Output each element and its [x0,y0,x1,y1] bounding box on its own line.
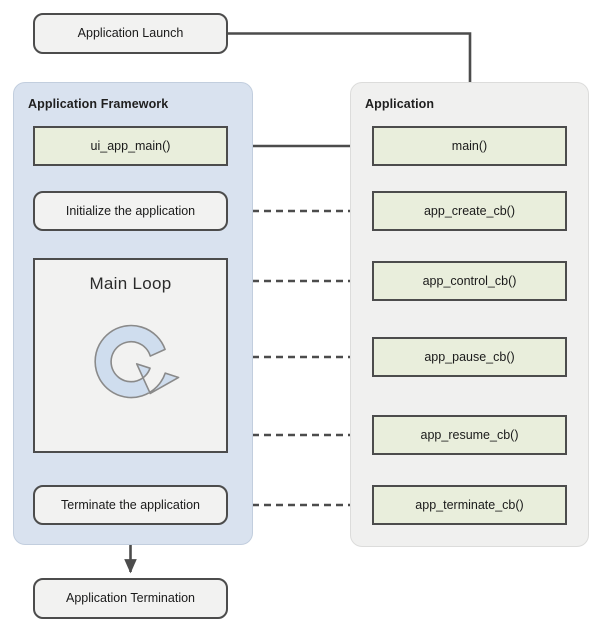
node-label-main: main() [451,138,488,153]
node-app-terminate-cb[interactable]: app_terminate_cb() [372,485,567,525]
node-app-resume-cb[interactable]: app_resume_cb() [372,415,567,455]
node-label-initialize-the-application: Initialize the application [65,203,196,218]
node-label-app-pause-cb: app_pause_cb() [424,349,515,364]
node-label-application-launch: Application Launch [77,26,184,40]
node-application-launch[interactable]: Application Launch [33,13,228,54]
node-main[interactable]: main() [372,126,567,166]
node-label-app-resume-cb: app_resume_cb() [420,427,519,442]
node-label-main-loop: Main Loop [89,274,172,293]
node-main-loop[interactable]: Main Loop [33,258,228,453]
node-initialize-the-application[interactable]: Initialize the application [33,191,228,231]
node-app-control-cb[interactable]: app_control_cb() [372,261,567,301]
node-terminate-the-application[interactable]: Terminate the application [33,485,228,525]
node-label-terminate-the-application: Terminate the application [61,497,200,512]
node-application-termination[interactable]: Application Termination [33,578,228,619]
panel-title-application: Application [365,97,435,111]
node-label-ui-app-main: ui_app_main() [90,138,171,153]
node-label-app-control-cb: app_control_cb() [422,273,517,288]
node-label-application-termination: Application Termination [65,591,195,605]
circular-loop-arrow-icon [93,325,179,399]
node-app-create-cb[interactable]: app_create_cb() [372,191,567,231]
node-ui-app-main[interactable]: ui_app_main() [33,126,228,166]
node-label-app-create-cb: app_create_cb() [423,203,516,218]
node-label-app-terminate-cb: app_terminate_cb() [415,497,524,512]
node-app-pause-cb[interactable]: app_pause_cb() [372,337,567,377]
panel-title-application-framework: Application Framework [28,97,169,111]
